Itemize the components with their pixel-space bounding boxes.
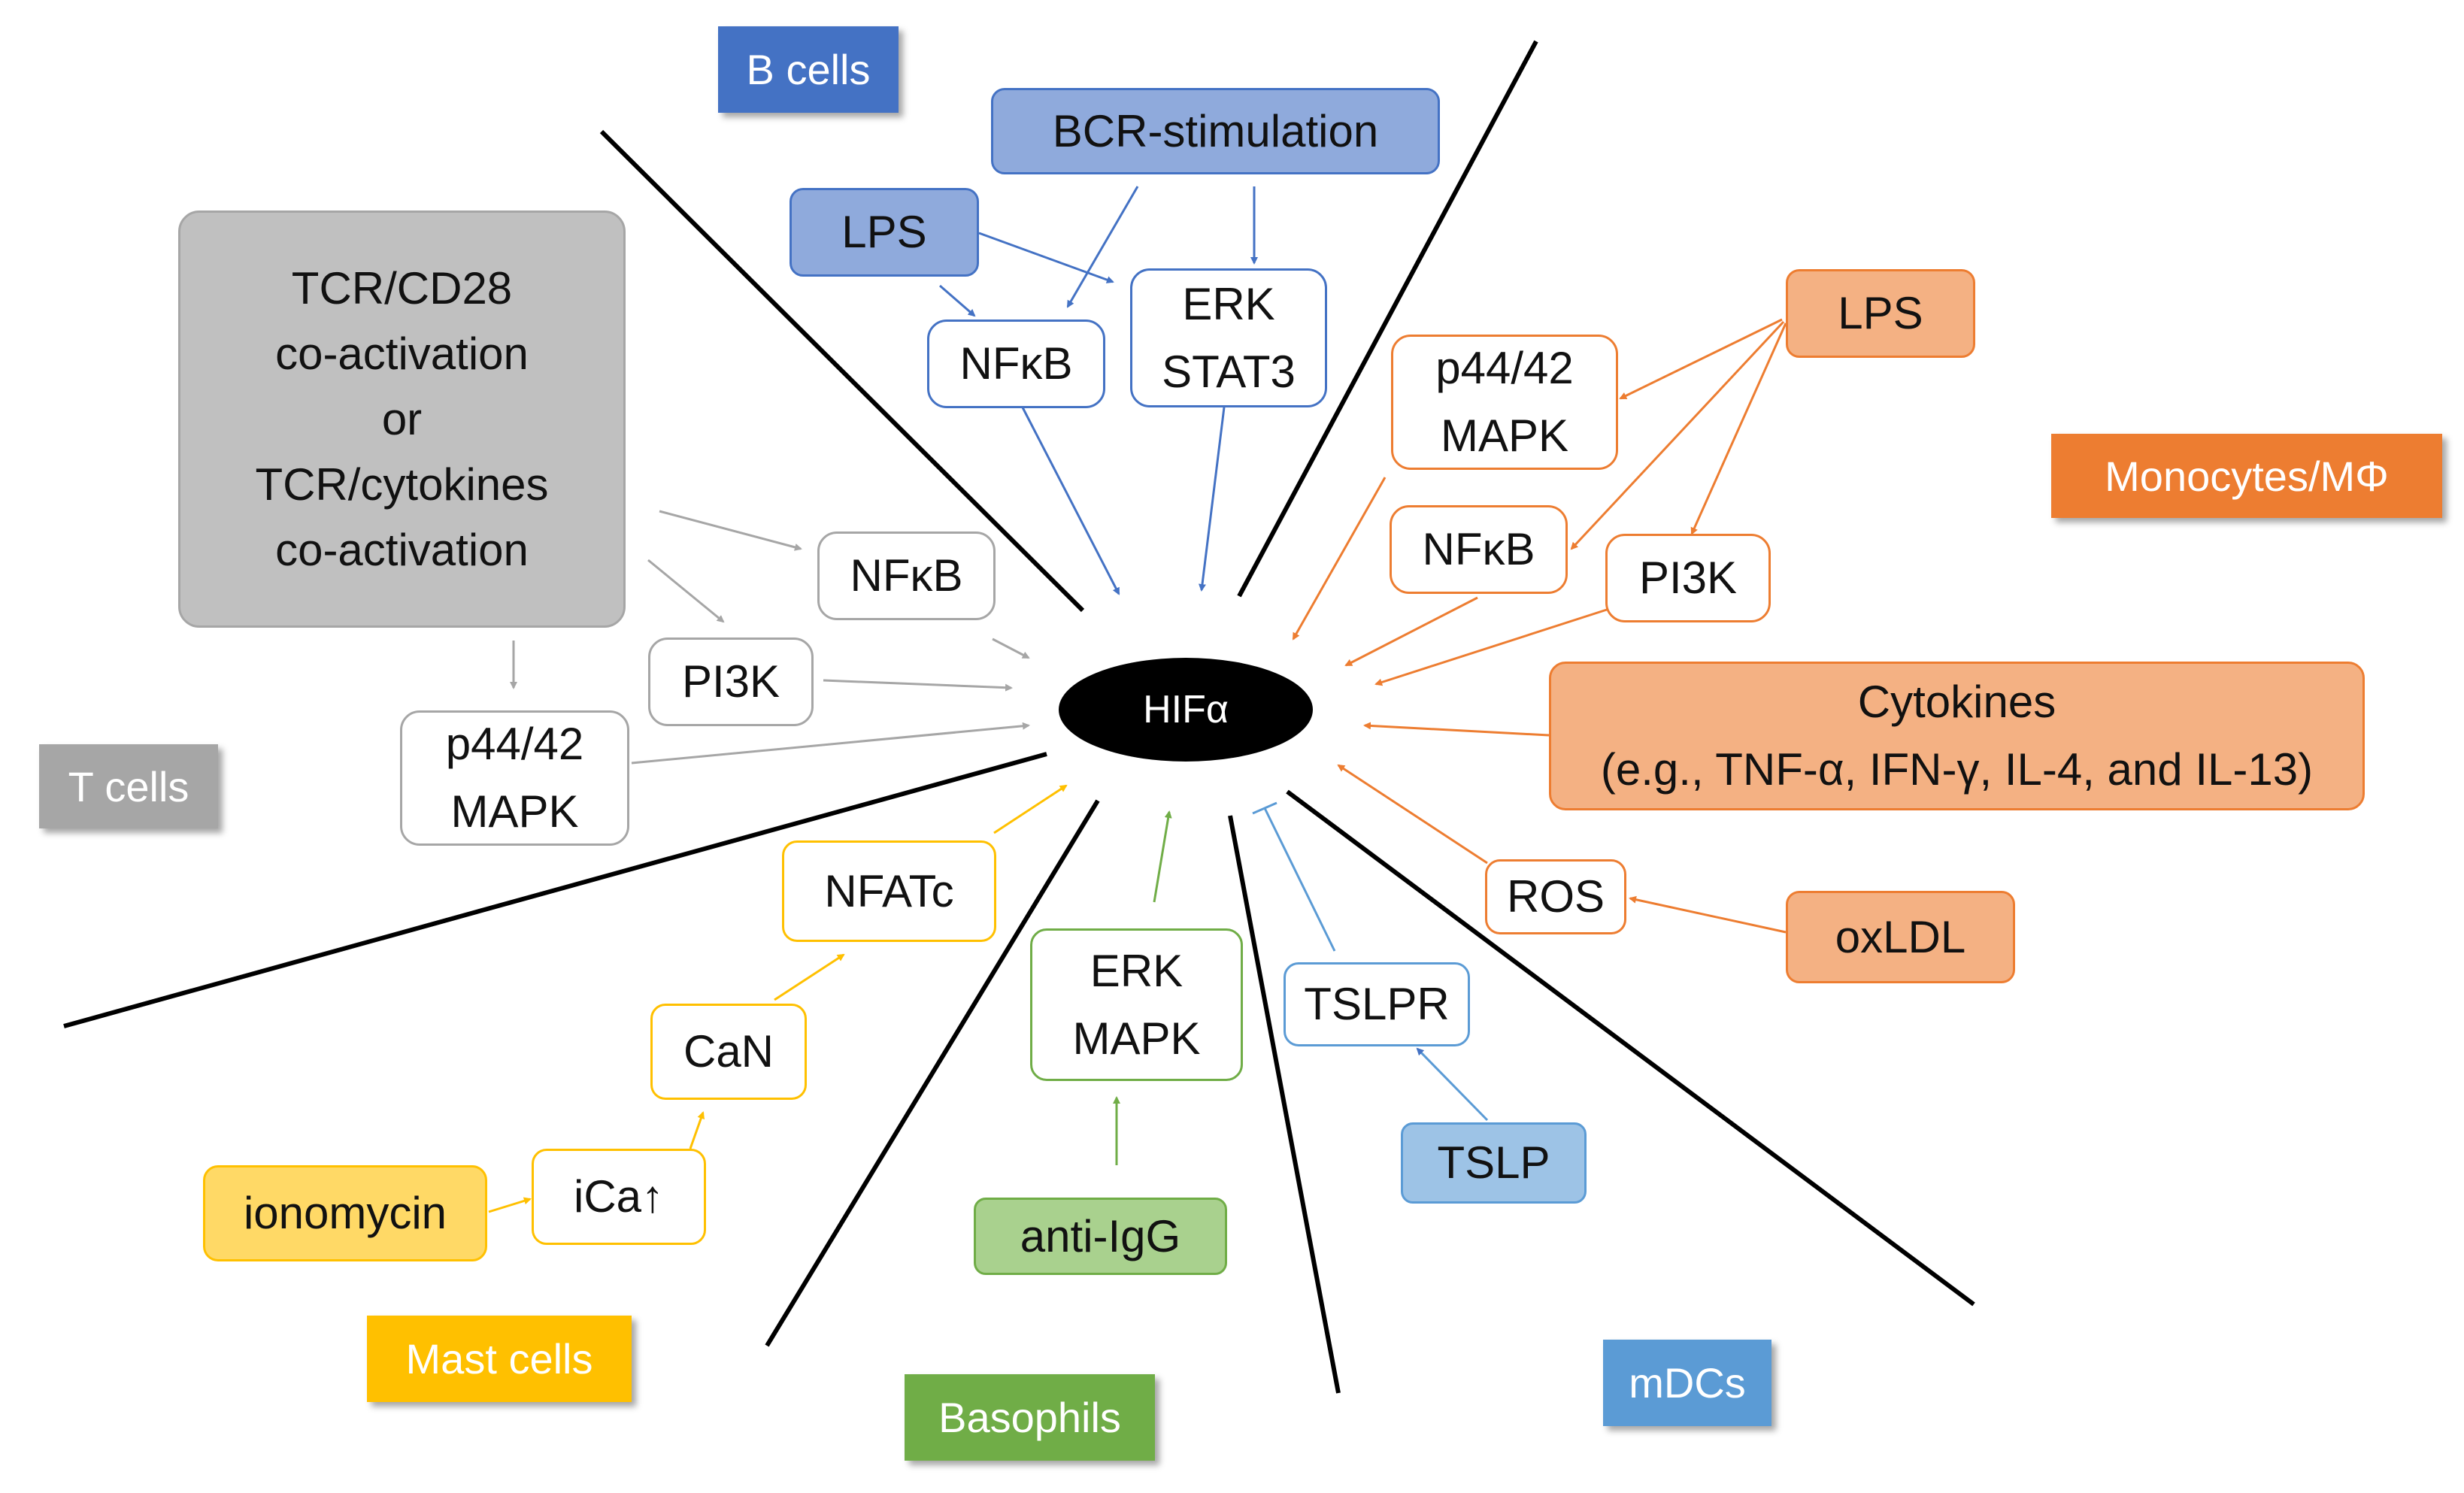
divider-line (63, 752, 1047, 1028)
ica-box: iCa↑ (532, 1149, 706, 1245)
ionomycin-box: ionomycin (203, 1165, 487, 1261)
mast-cells-label: Mast cells (367, 1316, 632, 1402)
arrow (1292, 477, 1387, 641)
arrow (1619, 318, 1783, 400)
arrow (631, 722, 1030, 765)
divider-line (765, 799, 1100, 1347)
erk-mapk-box: ERK MAPK (1030, 928, 1243, 1081)
arrow (1199, 407, 1226, 592)
mast-cells-text: Mast cells (405, 1335, 593, 1382)
hif-alpha-label: HIFα (1143, 688, 1229, 731)
tcr-coactivation-box: TCR/CD28 co-activation or TCR/cytokines … (178, 210, 626, 628)
t-pi3k-box: PI3K (648, 637, 814, 726)
erk-stat3-box: ERK STAT3 (1130, 268, 1327, 407)
arrow (823, 679, 1013, 692)
arrow (1344, 596, 1478, 667)
t-cells-text: T cells (68, 762, 189, 810)
inhibition-line (1263, 807, 1336, 952)
basophils-label: Basophils (905, 1374, 1155, 1461)
arrow (1066, 186, 1139, 308)
can-box: CaN (650, 1004, 807, 1100)
divider-line (1286, 789, 1975, 1307)
tslpr-box: TSLPR (1284, 962, 1470, 1046)
arrow (992, 637, 1030, 659)
b-lps-box: LPS (790, 188, 979, 277)
divider-line (1228, 815, 1341, 1394)
hif-alpha-node: HIFα (1059, 658, 1313, 762)
arrow (939, 284, 976, 317)
arrow (1629, 895, 1787, 934)
t-cell-arrows (510, 510, 1030, 765)
m-mapk-box: p44/42 MAPK (1391, 335, 1618, 470)
arrow (993, 784, 1068, 834)
arrow (1337, 764, 1488, 865)
nfatc-box: NFATc (782, 840, 996, 942)
monocyte-arrows (1292, 318, 1787, 934)
divider-line (599, 129, 1085, 613)
mast-cell-arrows (488, 784, 1068, 1213)
arrow (1374, 607, 1610, 686)
monocytes-text: Monocytes/MΦ (2105, 452, 2389, 500)
mdc-arrows (1252, 801, 1489, 1122)
arrow (1570, 320, 1785, 550)
arrow (659, 510, 802, 551)
arrow (647, 559, 725, 623)
arrow (1690, 323, 1787, 535)
arrow (978, 232, 1114, 283)
m-pi3k-box: PI3K (1605, 534, 1771, 622)
arrow (1021, 407, 1120, 595)
t-cells-label: T cells (39, 744, 218, 828)
t-nfkb-box: NFκB (817, 531, 996, 620)
arrow (488, 1197, 532, 1213)
basophils-text: Basophils (938, 1394, 1121, 1441)
b-nfkb-box: NFκB (927, 319, 1105, 408)
t-mapk-box: p44/42 MAPK (400, 710, 629, 846)
m-nfkb-box: NFκB (1390, 505, 1568, 594)
arrow (1153, 810, 1172, 903)
b-cells-label: B cells (718, 26, 899, 113)
inhibition-bar (1252, 801, 1277, 815)
ros-box: ROS (1485, 859, 1626, 934)
b-cell-arrows (939, 186, 1258, 595)
cytokines-box: Cytokines (e.g., TNF-α, IFN-γ, IL-4, and… (1549, 662, 2365, 810)
bcr-stimulation-box: BCR-stimulation (991, 88, 1440, 174)
divider-line (1237, 40, 1538, 598)
anti-igg-box: anti-IgG (974, 1198, 1227, 1275)
monocytes-label: Monocytes/MΦ (2051, 434, 2442, 518)
mdcs-label: mDCs (1603, 1340, 1771, 1426)
mdcs-text: mDCs (1629, 1359, 1746, 1407)
b-cells-text: B cells (746, 46, 871, 93)
arrow (1416, 1047, 1489, 1122)
arrow (689, 1111, 705, 1149)
basophil-arrows (1113, 810, 1172, 1165)
arrow (1363, 722, 1550, 737)
arrow (774, 953, 845, 1001)
tslp-box: TSLP (1401, 1122, 1587, 1204)
m-lps-box: LPS (1786, 269, 1975, 358)
oxldl-box: oxLDL (1786, 891, 2015, 983)
sector-dividers (63, 40, 1975, 1394)
